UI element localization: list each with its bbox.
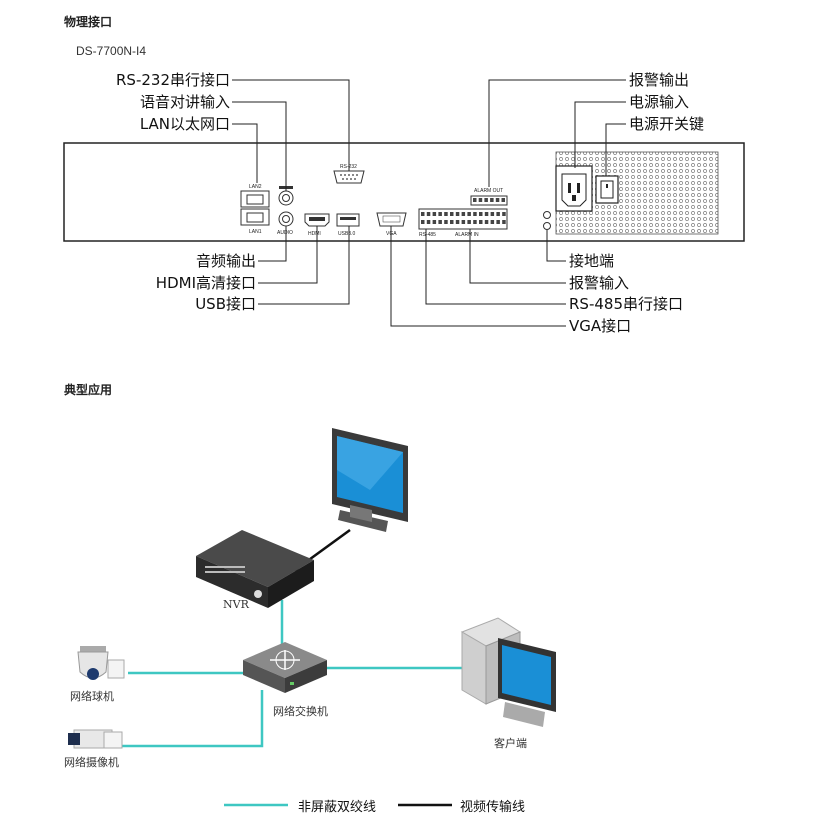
callout-audio-in: 语音对讲输入 <box>139 93 230 111</box>
hdmi-label: HDMI <box>308 231 321 237</box>
legend-utp-label: 非屏蔽双绞线 <box>298 800 377 815</box>
nvr-label: NVR <box>223 598 249 611</box>
callout-vga: VGA接口 <box>569 317 632 335</box>
network-cables <box>122 528 470 748</box>
usb-label: USB3.0 <box>338 231 356 237</box>
callout-power-in: 电源输入 <box>629 93 690 111</box>
box-camera-icon <box>68 729 123 749</box>
rs485-label: RS-485 <box>419 232 436 238</box>
switch-icon <box>243 642 327 693</box>
box-camera-label: 网络摄像机 <box>64 756 119 769</box>
legend-video-label: 视频传输线 <box>460 800 526 815</box>
audio-jacks <box>278 186 294 227</box>
model-number: DS-7700N-I4 <box>76 44 147 58</box>
alarm-in-label: ALARM IN <box>455 232 479 238</box>
ground-terminal <box>543 211 551 219</box>
callout-rs485: RS-485串行接口 <box>569 295 683 313</box>
alarm-terminal-blocks <box>418 195 508 230</box>
switch-label: 网络交换机 <box>273 705 328 718</box>
lan-ports <box>240 190 270 226</box>
client-label: 客户端 <box>494 737 527 750</box>
lan1-label: LAN1 <box>249 229 262 235</box>
rs232-port <box>333 170 365 184</box>
callout-audio-out: 音频输出 <box>195 252 256 270</box>
nvr-box-icon <box>196 530 314 608</box>
dome-camera-label: 网络球机 <box>70 690 114 703</box>
callout-power-switch: 电源开关键 <box>629 115 705 133</box>
typical-application-title: 典型应用 <box>64 383 113 397</box>
callout-lines <box>232 79 626 327</box>
alarm-out-label: ALARM OUT <box>474 188 504 194</box>
callout-usb: USB接口 <box>195 295 256 313</box>
callout-hdmi: HDMI高清接口 <box>155 274 256 292</box>
client-pc-icon <box>460 617 556 727</box>
callout-alarm-in: 报警输入 <box>569 274 630 292</box>
lan2-label: LAN2 <box>249 184 262 190</box>
callout-ground: 接地端 <box>569 252 615 270</box>
callout-alarm-out: 报警输出 <box>629 71 690 89</box>
dome-camera-icon <box>77 646 125 680</box>
callout-lan: LAN以太网口 <box>139 115 230 133</box>
vga-label: VGA <box>386 231 397 237</box>
audio-label: AUDIO <box>277 230 293 236</box>
rs232-label: RS-232 <box>340 164 357 170</box>
monitor-icon <box>332 428 408 532</box>
callout-rs232: RS-232串行接口 <box>116 71 230 89</box>
physical-interface-title: 物理接口 <box>64 15 113 29</box>
